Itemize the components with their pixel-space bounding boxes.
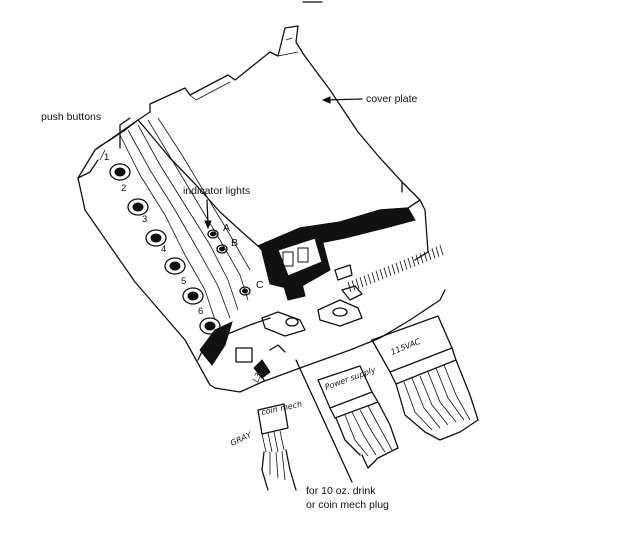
label-cover-plate: cover plate [366, 93, 418, 105]
plug-note-leader [295, 359, 353, 483]
board-components [235, 344, 286, 381]
left-shadow-band [199, 321, 233, 366]
push-button-2 [127, 198, 149, 216]
button-number-4: 4 [161, 244, 166, 255]
edge-pin [391, 264, 396, 275]
edge-pin [427, 249, 432, 261]
button-number-6: 6 [198, 306, 203, 317]
button-number-1: 1 [104, 152, 109, 163]
edge-pin [435, 246, 440, 257]
edge-pin [431, 248, 436, 259]
edge-pin [403, 259, 408, 270]
edge-pin [371, 272, 376, 283]
push-button-4 [164, 257, 186, 275]
edge-pin [355, 278, 360, 289]
indicator-lights [207, 229, 251, 296]
indicator-light-a [207, 229, 219, 239]
push-buttons [109, 163, 221, 335]
label-indicator-lights: indicator lights [183, 185, 250, 197]
button-number-5: 5 [181, 276, 186, 287]
edge-pin [395, 262, 400, 273]
label-plug-note-line1: for 10 oz. drink [306, 485, 376, 497]
push-button-6 [199, 317, 221, 335]
button-number-2: 2 [121, 183, 126, 194]
push-button-3 [145, 229, 167, 247]
edge-pin [375, 270, 380, 281]
edge-pin [367, 273, 372, 285]
label-plug-note-line2: or coin mech plug [306, 499, 389, 511]
edge-pin [423, 251, 428, 262]
power-supply-connector [317, 365, 399, 469]
edge-pin [399, 261, 404, 272]
indicator-lights-leader [206, 199, 209, 225]
indicator-label-c: C [256, 279, 264, 291]
edge-pin [359, 277, 364, 288]
indicator-label-a: A [223, 222, 230, 234]
cover-plate-leader [324, 98, 363, 101]
edge-pin [383, 267, 388, 278]
indicator-light-c [239, 286, 251, 296]
handwritten-coin-mech: coin mech [261, 400, 303, 417]
edge-pin [387, 265, 392, 277]
label-push-buttons: push buttons [41, 111, 101, 123]
edge-pin [379, 269, 384, 280]
edge-pins [347, 245, 444, 293]
edge-pin [411, 256, 416, 267]
edge-pin [363, 275, 368, 286]
edge-pin [415, 254, 420, 265]
fuse-holders [261, 264, 363, 337]
edge-pin [439, 245, 444, 256]
handwritten-gray: GRAY [229, 430, 254, 448]
vac-connector [371, 315, 479, 441]
edge-pin [347, 281, 352, 293]
push-button-5 [182, 287, 204, 305]
relay-block [261, 231, 331, 301]
button-number-3: 3 [142, 214, 147, 225]
push-button-1 [109, 163, 131, 181]
handwritten-vac: 115VAC [389, 337, 422, 357]
edge-pin [407, 257, 412, 269]
edge-pin [351, 280, 356, 291]
coin-mech-connector [257, 403, 297, 491]
indicator-light-b [216, 244, 228, 254]
edge-pin [419, 253, 424, 264]
indicator-label-b: B [231, 237, 238, 249]
